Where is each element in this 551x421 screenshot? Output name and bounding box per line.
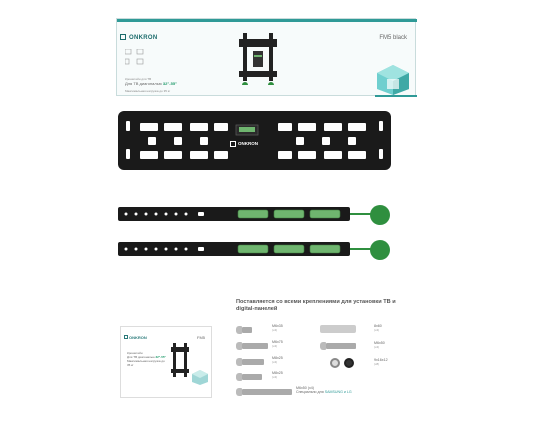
screw-size: M8x25 (272, 371, 283, 375)
screw-label: M8x25(x4) (272, 371, 283, 379)
screw-qty: (x4) (272, 344, 278, 348)
arm-2-connector (350, 248, 372, 250)
package-load-text: Максимальная нагрузка до 35 кг (125, 89, 171, 93)
package-small-text: Кронштейн для ТВ (125, 77, 152, 81)
plate-brand: ONKRON (238, 141, 258, 146)
tv-mount-icon (167, 343, 193, 379)
washer-label: 9x16x12(x8) (374, 358, 388, 366)
screw-shaft (242, 359, 264, 365)
screw-icon (236, 373, 242, 381)
anchor-qty: (x4) (374, 328, 380, 332)
screw-note: Специально для SAMSUNG и LG (296, 390, 352, 394)
arm-1-knob (370, 205, 390, 225)
screw-shaft (242, 327, 252, 333)
plate-slots (118, 111, 391, 170)
package-size-prefix: Для ТВ диагональю (125, 81, 162, 86)
screw-qty: (x4) (374, 345, 380, 349)
screw-size: M6x50 (x4) (296, 386, 314, 390)
screw-label: M6x50 (x4) Специально для SAMSUNG и LG (296, 386, 352, 394)
screw-size: M6x50 (374, 341, 385, 345)
hardware-title: Поставляется со всеми креплениями для ус… (236, 299, 396, 312)
screw-item: M6x75(x4) (236, 340, 296, 352)
screw-item: M6x50(x4) (320, 341, 400, 353)
small-box-desc-line1: Кронштейн (127, 351, 143, 355)
arm-2-knob (370, 240, 390, 260)
screw-item: M6x35(x4) (236, 324, 296, 336)
anchor-icon (320, 325, 356, 333)
cube-icon (191, 369, 209, 385)
onkron-logo-icon (230, 141, 236, 147)
small-package-box: ONKRON FM5 Кронштейн Для ТВ диагональю 3… (120, 326, 212, 398)
screw-shaft (242, 389, 292, 395)
washer-item: 9x16x12(x8) (330, 358, 400, 372)
screw-icon (320, 342, 326, 350)
wall-plate: ONKRON (118, 111, 391, 170)
screw-qty: (x4) (272, 328, 278, 332)
screw-note-brands: SAMSUNG и LG (324, 390, 352, 394)
anchor-item: 8x60(x4) (320, 324, 400, 336)
washer-qty: (x8) (374, 362, 380, 366)
washer-icon (344, 358, 354, 368)
screw-label: M6x75(x4) (272, 340, 283, 348)
screw-qty: (x4) (272, 360, 278, 364)
product-package-box: ONKRON FM5 black Кронштейн для ТВ Для ТВ… (116, 18, 417, 97)
anchor-label: 8x60(x4) (374, 324, 382, 332)
vertical-arm-2 (118, 242, 350, 256)
vertical-arm-1 (118, 207, 350, 221)
screw-shaft (242, 343, 268, 349)
screw-icon (236, 358, 242, 366)
package-model: FM5 black (379, 35, 407, 41)
cube-icon (375, 63, 411, 95)
small-box-desc-size: 32"-55" (155, 355, 166, 359)
small-box-desc: Кронштейн Для ТВ диагональю 32"-55" Макс… (127, 351, 167, 367)
package-size-value: 32"-55" (162, 81, 177, 86)
small-box-desc-prefix: Для ТВ диагональю (127, 355, 155, 359)
screw-size: M6x75 (272, 340, 283, 344)
small-box-model: FM5 (197, 335, 205, 340)
onkron-logo-icon (120, 34, 126, 40)
screw-icon (236, 342, 242, 350)
screw-item: M8x25(x4) (236, 371, 296, 383)
package-size-text: Для ТВ диагональю 32"-55" (125, 81, 177, 86)
package-side-stripe (375, 95, 417, 97)
package-icon-row (124, 48, 153, 69)
tv-mount-icon (233, 33, 283, 88)
onkron-logo-icon (124, 335, 128, 339)
screw-size: M8x25 (272, 356, 283, 360)
screw-icon (236, 388, 242, 396)
washer-icon (330, 358, 340, 368)
screw-label: M8x25(x4) (272, 356, 283, 364)
anchor-size: 8x60 (374, 324, 382, 328)
arm-1-connector (350, 213, 372, 215)
screw-label: M6x35(x4) (272, 324, 283, 332)
screw-shaft (326, 343, 356, 349)
screw-label: M6x50(x4) (374, 341, 385, 349)
screw-note-prefix: Специально для (296, 390, 324, 394)
washer-size: 9x16x12 (374, 358, 388, 362)
screw-qty: (x4) (272, 375, 278, 379)
small-box-desc-line3: Максимальная нагрузка до 35 кг (127, 359, 165, 367)
screw-item: M6x50 (x4) Специально для SAMSUNG и LG (236, 386, 376, 410)
screw-item: M8x25(x4) (236, 356, 296, 368)
screw-size: M6x35 (272, 324, 283, 328)
screw-icon (236, 326, 242, 334)
screw-shaft (242, 374, 262, 380)
small-box-desc-line2: Для ТВ диагональю 32"-55" (127, 355, 167, 359)
small-box-brand: ONKRON (129, 335, 147, 340)
package-brand: ONKRON (129, 35, 158, 41)
package-teal-stripe (117, 19, 417, 22)
